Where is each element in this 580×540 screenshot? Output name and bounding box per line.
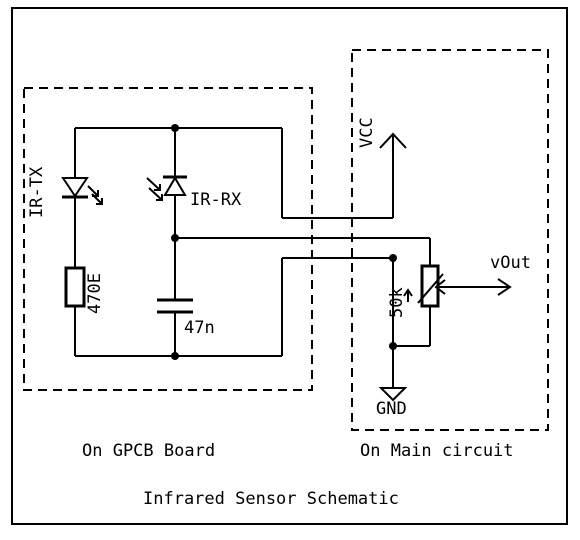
schematic-title: Infrared Sensor Schematic <box>143 489 399 509</box>
vcc-label: VCC <box>357 117 377 148</box>
ir-rx-photodiode-symbol <box>146 175 187 201</box>
interconnect-wiring <box>175 134 510 388</box>
gpcb-board-caption: On GPCB Board <box>82 441 215 461</box>
resistor-470e-label: 470E <box>85 273 105 314</box>
ir-tx-led-symbol <box>61 177 103 205</box>
resistor-470e-symbol <box>64 266 86 308</box>
potentiometer-50k-symbol <box>403 264 446 308</box>
ground-symbol-icon <box>378 387 408 402</box>
capacitor-47n-label: 47n <box>184 318 215 338</box>
vcc-arrow-icon <box>379 132 407 149</box>
main-circuit-caption: On Main circuit <box>360 441 514 461</box>
gpcb-wiring <box>74 127 283 357</box>
ir-rx-label: IR-RX <box>190 190 242 210</box>
gnd-label: GND <box>376 399 407 419</box>
vout-arrow-icon <box>497 278 512 296</box>
ir-tx-label: IR-TX <box>27 166 47 218</box>
outer-border <box>11 7 568 525</box>
potentiometer-50k-label: 50k <box>387 287 407 318</box>
junction-dot <box>171 352 179 360</box>
vout-label: vOut <box>490 253 531 273</box>
capacitor-47n-symbol <box>157 298 193 314</box>
junction-dot <box>171 124 179 132</box>
main-circuit-region <box>351 49 549 431</box>
